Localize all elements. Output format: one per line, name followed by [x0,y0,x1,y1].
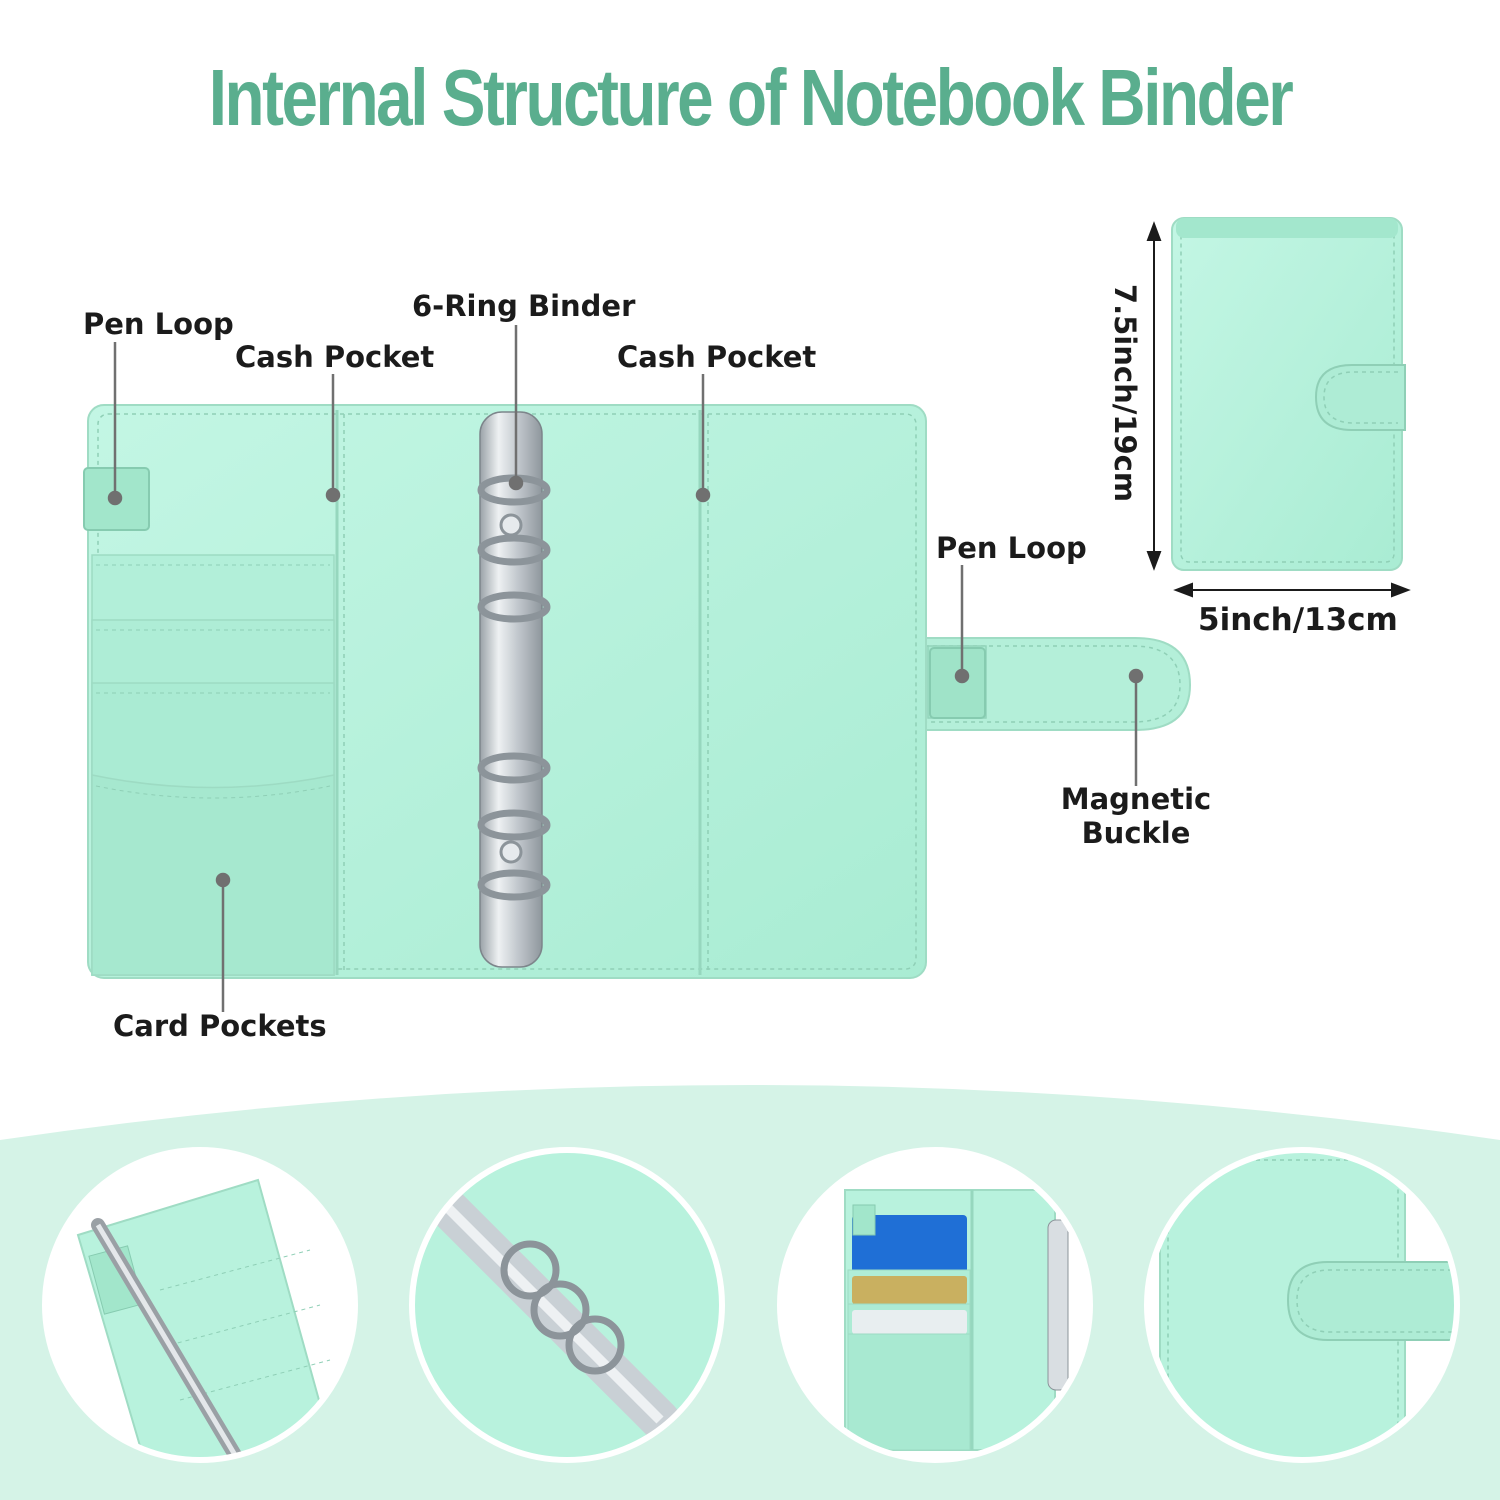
label-cash-pocket-left: Cash Pocket [235,340,435,374]
pen-loop-right [929,647,986,719]
width-arrow [1173,582,1411,598]
open-binder [83,404,1192,979]
label-width-dimension: 5inch/13cm [1198,602,1398,638]
label-cash-pocket-right: Cash Pocket [617,340,817,374]
blue-card [852,1215,967,1273]
label-magnetic-buckle-line1: Magnetic [1060,782,1212,816]
closed-binder [1171,217,1406,571]
ring-mechanism [477,411,551,968]
detail-circle-rings [409,1147,725,1463]
leader-lines [107,325,1144,1012]
label-card-pockets: Card Pockets [113,1009,327,1043]
detail-circle-pen [42,1147,358,1463]
label-height-dimension: 7.5inch/19cm [1108,283,1142,503]
detail-circle-cards [777,1147,1093,1463]
card-pockets [91,554,335,976]
height-arrow [1146,221,1162,571]
page-title: Internal Structure of Notebook Binder [208,53,1294,142]
label-ring-binder: 6-Ring Binder [412,289,636,323]
label-magnetic-buckle-line2: Buckle [1081,816,1191,850]
label-pen-loop-right: Pen Loop [936,531,1087,565]
white-card [852,1310,967,1334]
label-magnetic-buckle: Magnetic Buckle [1060,782,1212,850]
label-pen-loop-left: Pen Loop [83,307,234,341]
background-band [0,1085,1500,1500]
detail-circle-buckle [1144,1147,1460,1463]
gold-card [852,1276,967,1304]
